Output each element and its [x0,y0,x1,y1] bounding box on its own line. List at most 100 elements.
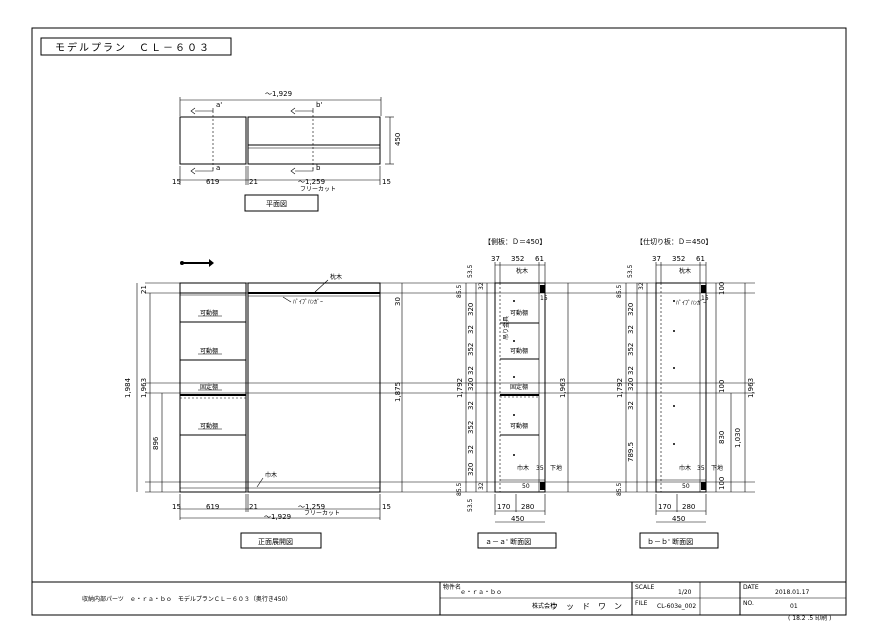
front-dim-right-unit: ～1,259 [298,503,325,511]
front-label-top-rail: 枕木 [330,273,342,281]
section-a-heading: 【側板：Ｄ＝450】 [484,237,546,246]
front-dim-top: 21 [140,285,148,294]
section-a-bottom-w2: 280 [521,503,534,511]
section-b-h1: 320 [627,303,635,316]
section-a-h1: 320 [467,303,475,316]
section-a-h3: 352 [467,343,475,356]
front-dim-left-gap: 15 [172,503,181,511]
front-label-bottom-rail: 巾木 [265,471,277,479]
section-b-bottom-total: 450 [672,515,685,523]
title-block-file-label: FILE [635,600,648,607]
section-a-d50: 50 [522,483,530,490]
section-b-top-w2: 352 [672,255,685,263]
section-a-h6: 32 [467,401,475,410]
section-a-bottom-total: 450 [511,515,524,523]
section-a-bottom-32: 32 [478,482,485,490]
front-dim-inner-height: 1,963 [140,378,148,398]
section-b-heading: 【仕切り板：Ｄ＝450】 [636,237,712,246]
section-a-label-hanger: 吊り金具 [502,316,510,340]
section-b-label-bottom-rail: 巾木 [679,464,691,472]
plan-mark-b-bottom: b [316,164,321,172]
plan-mark-a-bottom: a [216,164,220,172]
section-b-h4: 32 [627,366,635,375]
front-dim-right-gap: 15 [382,503,391,511]
plan-dim-mid-gap: 21 [249,178,258,186]
plan-overall-width: ～1,929 [265,90,292,98]
section-b-h5: 320 [627,378,635,391]
section-b-d830: 830 [718,431,726,444]
section-a-top-w2: 352 [511,255,524,263]
front-label-movable-shelf-3: 可動棚 [200,422,218,430]
front-dim-right-1875: 1,875 [394,382,402,402]
section-b-d100-mid: 100 [718,380,726,393]
direction-arrow-icon [180,259,214,267]
front-dim-overall: ～1,929 [264,513,291,521]
front-caption: 正面展開図 [258,538,293,546]
section-b-caption: ｂ－ｂ' 断面図 [647,537,693,546]
plan-caption: 平面図 [266,200,287,208]
section-a-h2: 32 [467,325,475,334]
front-caption-box [240,532,322,549]
plan-dim-left-gap: 15 [172,178,181,186]
front-dim-total-height: 1,984 [124,377,132,398]
section-a-left-53: 53.5 [467,264,474,278]
title-block-project: ｅ・ｒａ・ｂｏ [460,588,502,596]
section-b-d50: 50 [682,483,690,490]
section-b-d15: 15 [701,295,709,302]
title-block-file: CL-603e_002 [657,603,696,610]
section-a-h9: 320 [467,463,475,476]
title-box [40,37,232,56]
section-b-bottom-w2: 280 [682,503,695,511]
section-b-left-53: 53.5 [627,264,634,278]
section-a-label-top-rail: 枕木 [516,267,528,275]
title-block-scale-label: SCALE [635,584,654,591]
plan-free-cut: フリーカット [300,186,336,193]
section-b-label-floor-fix: 下地 [711,464,723,472]
section-b-right-total: 1,963 [747,378,755,398]
title-block-scale: 1/20 [678,589,692,596]
section-b-top-w1: 37 [652,255,661,263]
section-a-bottom-w1: 170 [497,503,510,511]
front-label-movable-shelf-1: 可動棚 [200,309,218,317]
section-b-total: 1,792 [616,378,624,398]
front-dim-mid-gap: 21 [249,503,258,511]
section-a-view: 37 352 61 53.5 32 85.5 1,792 320 32 352 … [456,255,569,549]
section-b-h3: 352 [627,343,635,356]
section-a-d15: 15 [540,295,548,302]
plan-mark-b-top: b' [316,101,322,109]
sheet-border [31,27,847,616]
section-b-left-32: 32 [638,282,645,290]
section-a-label-bottom-rail: 巾木 [517,464,529,472]
front-free-cut: フリーカット [304,510,340,517]
title-block-date: 2018.01.17 [775,589,810,596]
section-a-total: 1,792 [456,378,464,398]
section-b-d100-top: 100 [718,282,726,295]
plan-dim-left-unit: 619 [206,178,219,186]
section-b-label-top-rail: 枕木 [679,267,691,275]
section-b-left-85: 85.5 [616,284,623,298]
section-b-d100-bot: 100 [718,477,726,490]
section-a-label-fixed: 固定棚 [510,383,528,391]
plan-mark-a-top: a' [216,101,222,109]
section-a-top-w3: 61 [535,255,544,263]
section-a-h4: 32 [467,366,475,375]
front-dim-lower: 896 [152,436,160,450]
section-b-caption-box [639,532,719,549]
title-block-project-label: 物件名 [443,583,461,591]
front-label-movable-shelf-2: 可動棚 [200,347,218,355]
section-b-label-hanger: ﾊﾟｲﾌﾟﾊﾝｶﾞｰ [676,300,706,307]
section-a-label-movable-2: 可動棚 [510,347,528,355]
section-a-label-movable-3: 可動棚 [510,422,528,430]
section-a-h8: 32 [467,445,475,454]
section-a-bottom-85: 85.5 [456,482,463,496]
front-label-fixed-shelf: 固定棚 [200,383,218,391]
section-a-h7: 352 [467,421,475,434]
section-b-view: 37 352 61 53.5 32 85.5 1,792 320 32 352 … [616,255,755,549]
section-b-h2: 32 [627,325,635,334]
section-a-caption: ａ－ａ' 断面図 [485,537,531,546]
section-a-left-85: 85.5 [456,284,463,298]
front-view: 1,984 1,963 21 896 枕木 ﾊﾟｲﾌﾟﾊﾝｶﾞｰ 可動棚 可動棚… [124,273,755,549]
title-block-no: 01 [790,603,798,610]
title-block: 収納内部パーツ ｅ・ｒａ・ｂｏ モデルプランＣＬ－６０３（奥行き450） 物件名… [32,581,846,622]
